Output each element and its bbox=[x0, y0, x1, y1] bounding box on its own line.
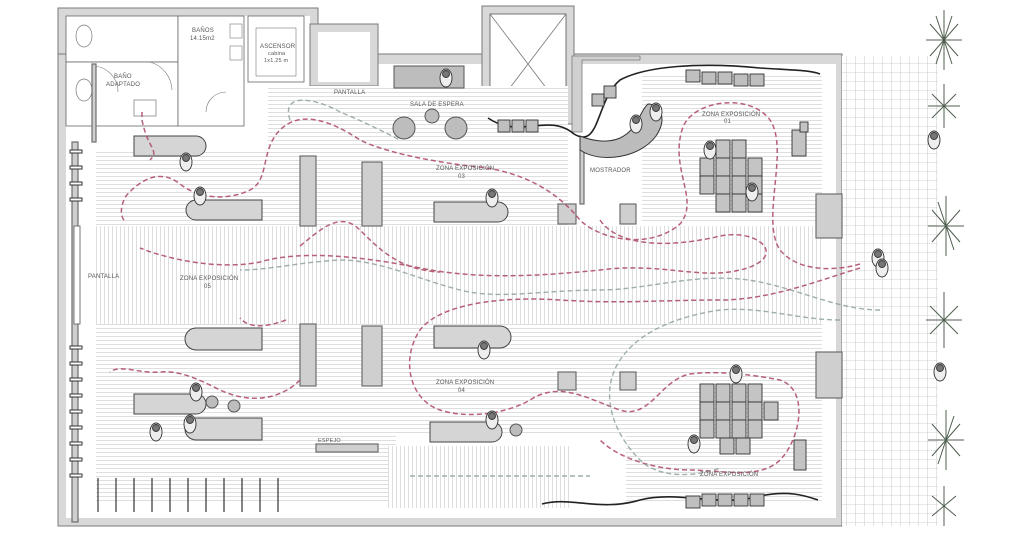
bathrooms-block bbox=[65, 15, 305, 127]
label-banos: BAÑOS bbox=[192, 27, 214, 34]
label-espejo: ESPEJO bbox=[318, 438, 341, 444]
label-pantalla-top: PANTALLA bbox=[334, 90, 365, 96]
visitor-path-grey bbox=[239, 99, 881, 477]
label-banos-area: 14.15m2 bbox=[190, 36, 215, 42]
label-zona-05-b: 05 bbox=[204, 284, 212, 290]
label-zona-01-b: 01 bbox=[724, 119, 732, 125]
label-pantalla-left: PANTALLA bbox=[88, 274, 119, 280]
interior-walls bbox=[69, 63, 843, 523]
display-blocks-02 bbox=[699, 383, 807, 471]
label-cabina-size: 1x1.25 m bbox=[264, 58, 288, 64]
plan-labels: BAÑOS 14.15m2 ASCENSOR cabina 1x1.25 m B… bbox=[88, 27, 760, 478]
wall-display-boxes bbox=[497, 69, 765, 509]
label-bano-adaptado-1: BAÑO bbox=[114, 73, 132, 80]
display-blocks-01 bbox=[699, 121, 809, 213]
desks bbox=[133, 135, 523, 443]
label-zona-02: ZONA EXPOSICIÓN bbox=[700, 471, 758, 478]
label-zona-01-a: ZONA EXPOSICIÓN bbox=[702, 111, 760, 118]
label-zona-03-b: 03 bbox=[458, 174, 466, 180]
label-ascensor: ASCENSOR bbox=[260, 44, 296, 50]
plants bbox=[926, 10, 964, 526]
label-zona-05-a: ZONA EXPOSICIÓN bbox=[180, 275, 238, 282]
people bbox=[149, 68, 947, 454]
curved-walls bbox=[487, 64, 821, 506]
label-cabina: cabina bbox=[268, 51, 286, 57]
label-mostrador: MOSTRADOR bbox=[590, 168, 631, 174]
reception-counter bbox=[579, 103, 663, 158]
label-sala-espera: SALA DE ESPERA bbox=[410, 102, 464, 108]
label-zona-04-a: ZONA EXPOSICIÓN bbox=[436, 379, 494, 386]
label-zona-04-b: 04 bbox=[458, 388, 466, 394]
label-bano-adaptado-2: ADAPTADO bbox=[106, 82, 140, 88]
label-zona-03-a: ZONA EXPOSICIÓN bbox=[436, 165, 494, 172]
